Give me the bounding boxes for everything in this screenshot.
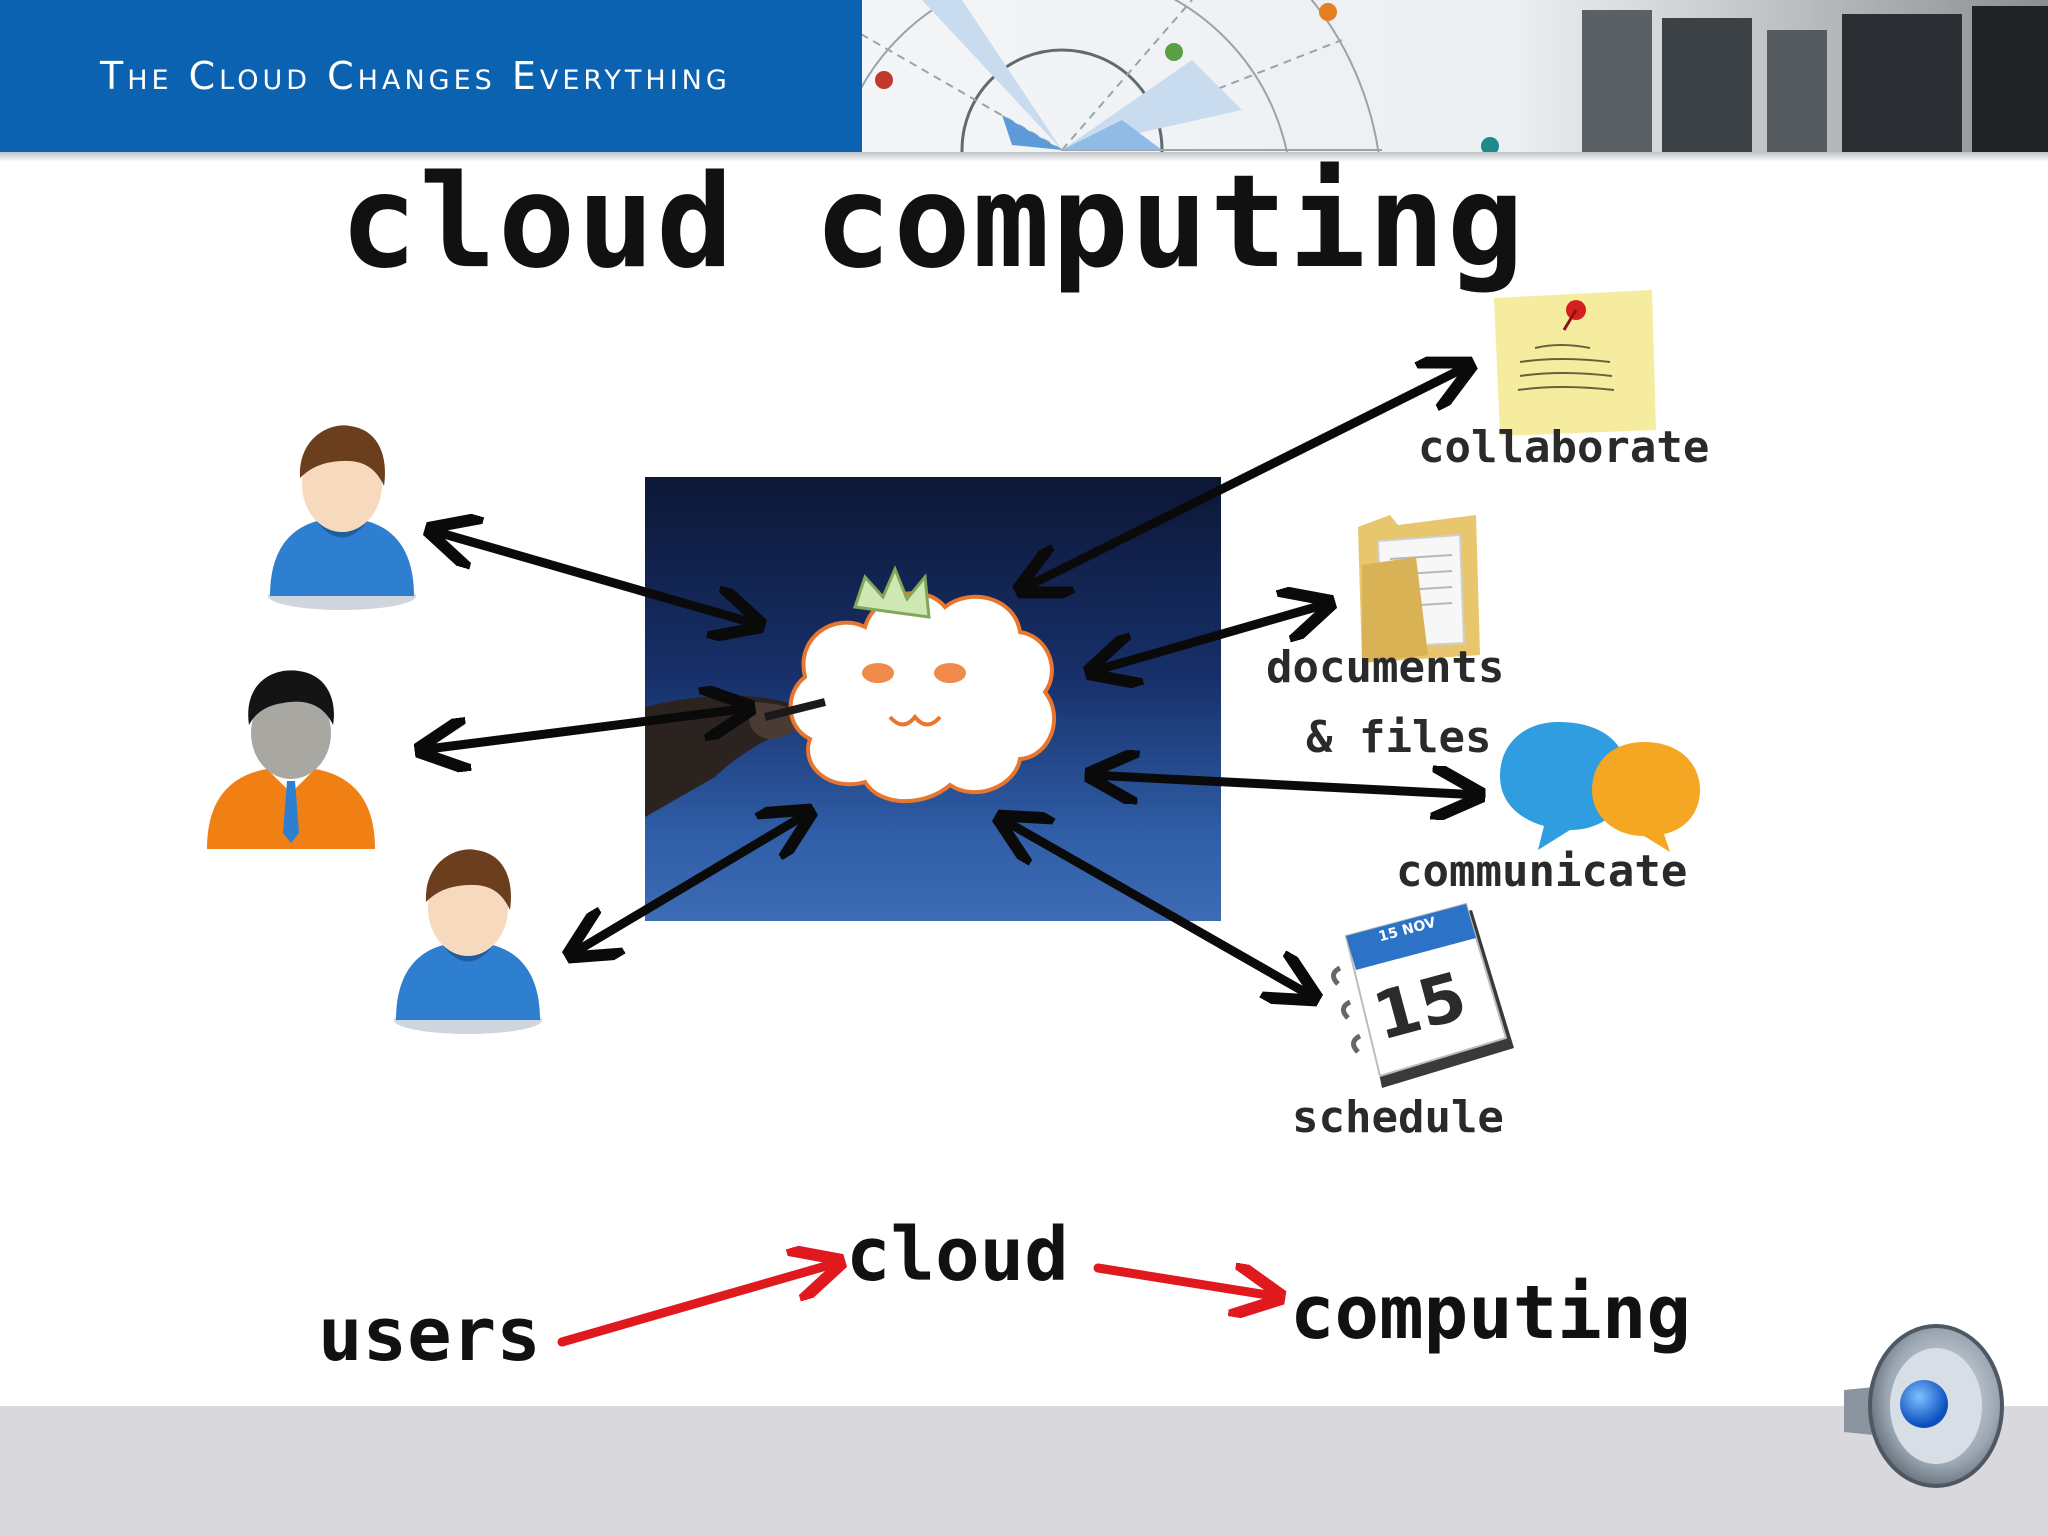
label-collaborate: collaborate bbox=[1418, 422, 1710, 473]
arrow-cloud-documents bbox=[1090, 603, 1330, 672]
label-documents: documents bbox=[1266, 642, 1505, 693]
chat-bubbles-icon bbox=[1500, 722, 1700, 852]
label-communicate: communicate bbox=[1396, 846, 1688, 897]
label-files: & files bbox=[1306, 712, 1492, 763]
arrow-user3-cloud bbox=[570, 812, 810, 955]
sticky-note-icon bbox=[1494, 290, 1656, 436]
user-icon bbox=[268, 425, 416, 610]
arrow-cloud-schedule bbox=[1000, 818, 1315, 998]
footer-bar bbox=[0, 1406, 2048, 1536]
diagram-title: cloud computing bbox=[340, 148, 1526, 297]
header-shadow bbox=[0, 152, 2048, 162]
arrow-user1-cloud bbox=[430, 530, 760, 625]
flow-users: users bbox=[318, 1292, 541, 1378]
user-icon bbox=[207, 670, 375, 849]
label-schedule: schedule bbox=[1292, 1092, 1504, 1143]
flow-computing: computing bbox=[1290, 1270, 1691, 1356]
arrow-cloud-communicate bbox=[1090, 775, 1480, 795]
header-bar bbox=[0, 0, 862, 152]
arrow-cloud-collaborate bbox=[1020, 365, 1470, 590]
calendar-icon: 15 NOV 15 bbox=[1322, 902, 1518, 1092]
folder-icon bbox=[1358, 515, 1480, 663]
arrow-cloud-to-computing bbox=[1093, 1268, 1280, 1297]
header-decoration bbox=[862, 0, 2048, 152]
arrow-user2-cloud bbox=[420, 708, 750, 750]
speaker-icon[interactable] bbox=[1836, 1316, 2012, 1492]
flow-cloud: cloud bbox=[846, 1212, 1069, 1298]
user-icon bbox=[394, 849, 542, 1034]
header-radar-graphic bbox=[862, 0, 2048, 152]
arrow-users-to-cloud bbox=[557, 1262, 840, 1347]
slide-title: The Cloud Changes Everything bbox=[100, 54, 731, 98]
